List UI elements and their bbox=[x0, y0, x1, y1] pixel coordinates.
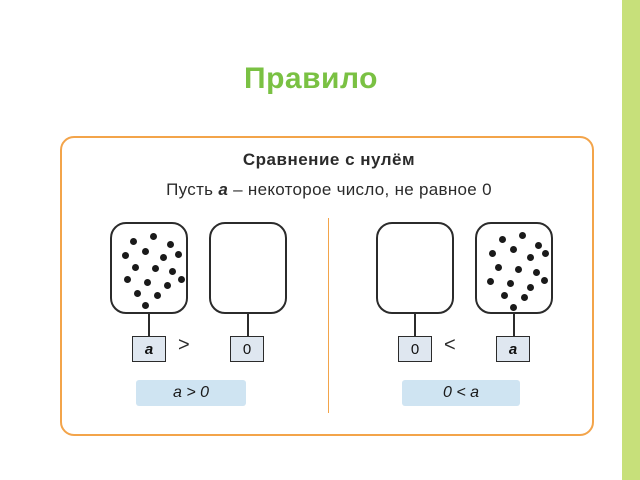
left-dot bbox=[152, 265, 159, 272]
left-result-text: a > 0 bbox=[172, 384, 210, 401]
right-tag-a: a bbox=[496, 336, 530, 362]
right-dot bbox=[510, 304, 517, 311]
right-dot bbox=[527, 284, 534, 291]
rule-statement: Пусть a – некоторое число, не равное 0 bbox=[62, 180, 596, 200]
left-dot bbox=[154, 292, 161, 299]
decorative-side-bar bbox=[622, 0, 640, 480]
right-dot bbox=[519, 232, 526, 239]
left-dot bbox=[124, 276, 131, 283]
rule-card: Сравнение с нулём Пусть a – некоторое чи… bbox=[60, 136, 594, 436]
right-dot bbox=[489, 250, 496, 257]
statement-after: – некоторое число, не равное 0 bbox=[228, 180, 492, 199]
page-title: Правило bbox=[244, 62, 378, 95]
left-dot bbox=[167, 241, 174, 248]
left-dot bbox=[130, 238, 137, 245]
left-dot bbox=[142, 248, 149, 255]
right-dot bbox=[507, 280, 514, 287]
left-dot-box-filled bbox=[110, 222, 188, 314]
left-dot-box-empty bbox=[209, 222, 287, 314]
left-dot bbox=[164, 282, 171, 289]
right-dot bbox=[515, 266, 522, 273]
right-dot bbox=[542, 250, 549, 257]
right-dot bbox=[521, 294, 528, 301]
left-relation-sign: > bbox=[178, 334, 190, 356]
vertical-divider bbox=[328, 218, 329, 413]
card-title: Сравнение с нулём bbox=[242, 150, 416, 169]
right-connector-a bbox=[513, 314, 515, 336]
left-dot bbox=[144, 279, 151, 286]
right-dot bbox=[533, 269, 540, 276]
right-tag-zero: 0 bbox=[398, 336, 432, 362]
right-dot bbox=[527, 254, 534, 261]
left-tag-zero: 0 bbox=[230, 336, 264, 362]
right-result: 0 < a bbox=[402, 380, 520, 406]
right-dot-box-empty bbox=[376, 222, 454, 314]
statement-variable: a bbox=[218, 180, 229, 199]
right-dot bbox=[510, 246, 517, 253]
left-dot bbox=[178, 276, 185, 283]
left-dot bbox=[169, 268, 176, 275]
left-tag-a: a bbox=[132, 336, 166, 362]
right-connector-zero bbox=[414, 314, 416, 336]
right-dot bbox=[501, 292, 508, 299]
right-relation-sign: < bbox=[444, 334, 456, 356]
right-dot bbox=[487, 278, 494, 285]
left-dot bbox=[132, 264, 139, 271]
right-comparison-group: 0 < a 0 < a bbox=[332, 216, 592, 431]
left-connector-a bbox=[148, 314, 150, 336]
left-connector-zero bbox=[247, 314, 249, 336]
left-dot bbox=[150, 233, 157, 240]
right-dot bbox=[541, 277, 548, 284]
left-dot bbox=[134, 290, 141, 297]
left-dot bbox=[122, 252, 129, 259]
left-dot bbox=[142, 302, 149, 309]
right-dot bbox=[495, 264, 502, 271]
statement-before: Пусть bbox=[166, 180, 219, 199]
left-dot bbox=[175, 251, 182, 258]
right-dot bbox=[499, 236, 506, 243]
right-dot-box-filled bbox=[475, 222, 553, 314]
left-comparison-group: a > 0 a > 0 bbox=[66, 216, 326, 431]
right-result-text: 0 < a bbox=[442, 384, 480, 401]
left-result: a > 0 bbox=[136, 380, 246, 406]
left-dot bbox=[160, 254, 167, 261]
right-dot bbox=[535, 242, 542, 249]
